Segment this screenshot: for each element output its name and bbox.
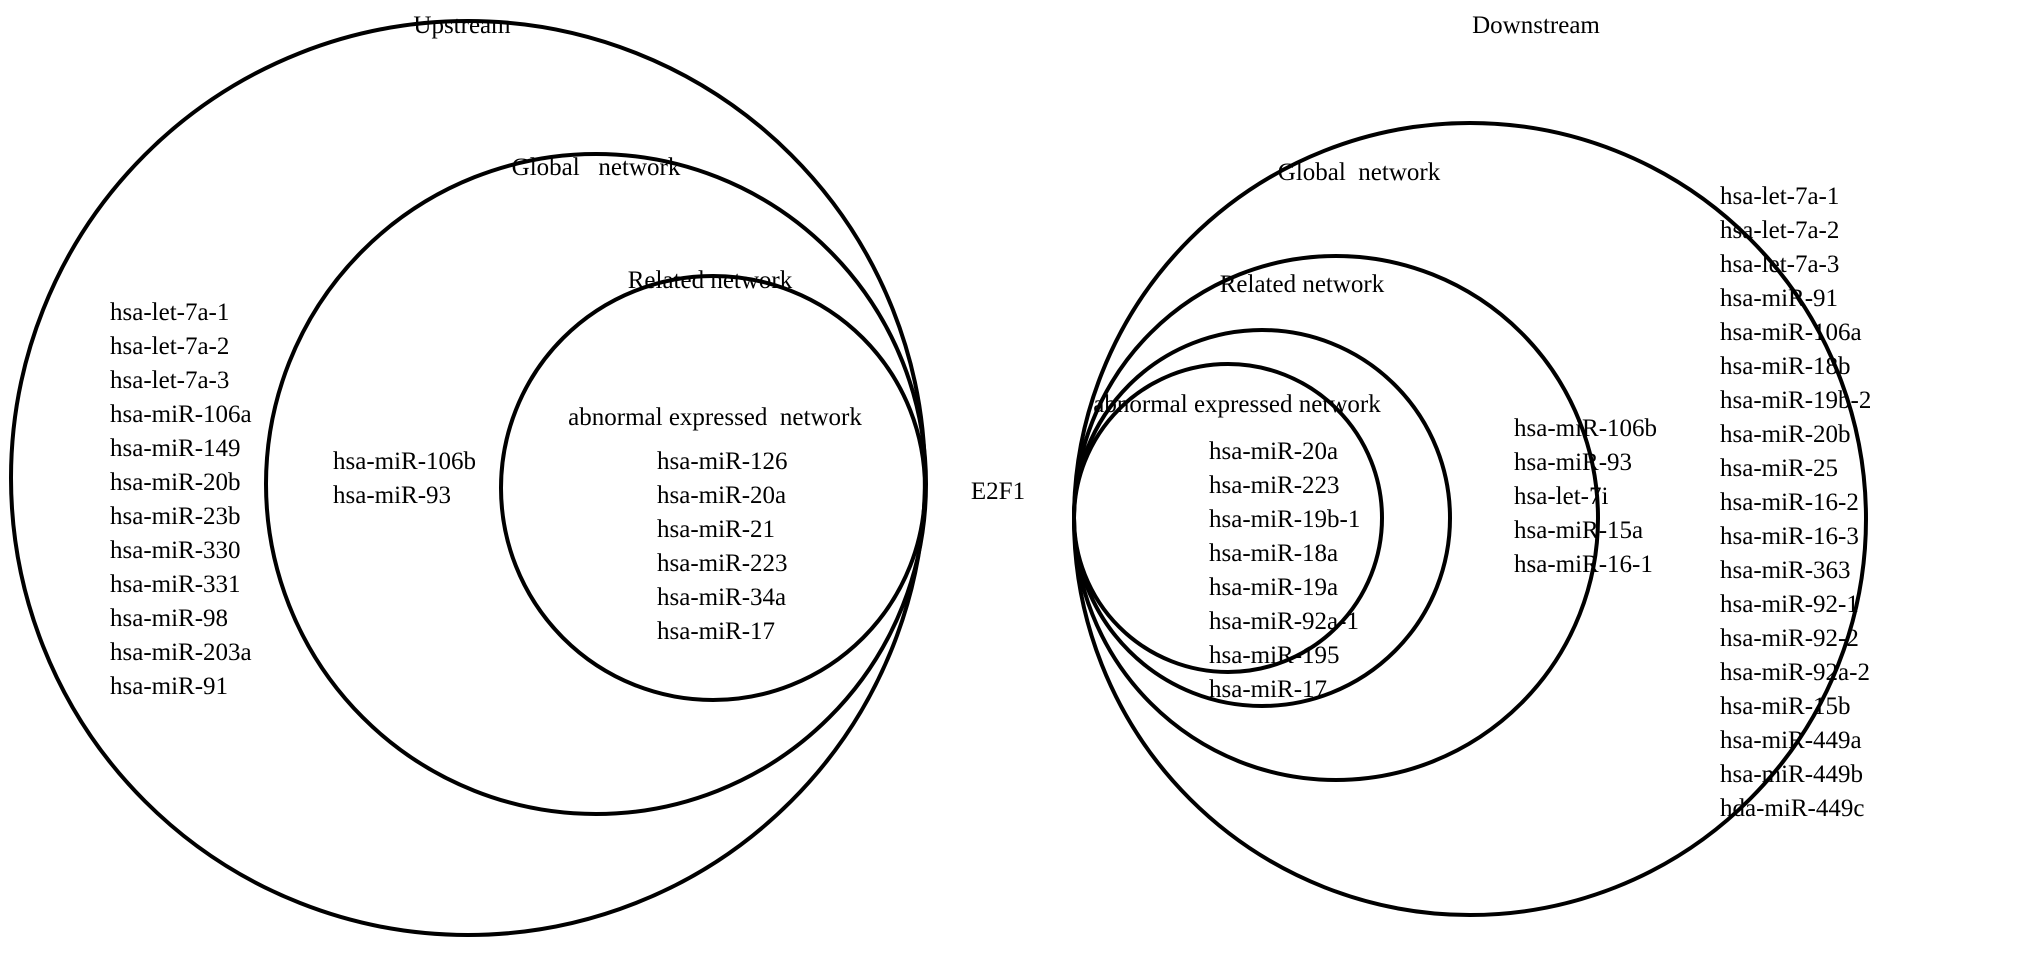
upstream-title: Upstream <box>413 12 511 39</box>
upstream-global-mirna-item: hsa-miR-106b <box>333 448 476 475</box>
downstream-abnormal-mirna-item: hsa-miR-20a <box>1209 438 1338 465</box>
downstream-abnormal-mirna-item: hsa-miR-195 <box>1209 642 1340 669</box>
upstream-outer-mirna-item: hsa-miR-149 <box>110 435 241 462</box>
upstream-abnormal-mirna-item: hsa-miR-21 <box>657 516 775 543</box>
downstream-outer-mirna-item: hsa-miR-15b <box>1720 693 1851 720</box>
upstream-outer-mirna-item: hsa-let-7a-2 <box>110 333 229 360</box>
upstream-outer-mirna-item: hsa-miR-203a <box>110 639 252 666</box>
upstream-outer-mirna-item: hsa-let-7a-3 <box>110 367 229 394</box>
upstream-related-network-label: Related network <box>628 267 793 294</box>
downstream-abnormal-mirna-item: hsa-miR-223 <box>1209 472 1340 499</box>
downstream-outer-mirna-list: hsa-let-7a-1 hsa-let-7a-2 hsa-let-7a-3 hsa-… <box>1720 183 1871 822</box>
downstream-abnormal-network-label: abnormal expressed network <box>1093 391 1381 418</box>
downstream-outer-mirna-item: hsa-miR-363 <box>1720 557 1851 584</box>
upstream-abnormal-network-circle <box>499 274 927 702</box>
upstream-outer-mirna-item: hsa-miR-20b <box>110 469 241 496</box>
downstream-related-mirna-list: hsa-miR-106b hsa-miR-93 hsa-let-7i hsa-miR-… <box>1514 415 1657 578</box>
downstream-abnormal-network-circle <box>1072 362 1384 674</box>
downstream-related-mirna-item: hsa-miR-16-1 <box>1514 551 1653 578</box>
downstream-outer-mirna-item: hsa-let-7a-2 <box>1720 217 1839 244</box>
downstream-abnormal-mirna-item: hsa-miR-19a <box>1209 574 1338 601</box>
downstream-outer-mirna-item: hsa-miR-449a <box>1720 727 1862 754</box>
downstream-outer-mirna-item: hsa-miR-92a-2 <box>1720 659 1870 686</box>
downstream-outer-mirna-item: hsa-miR-18b <box>1720 353 1851 380</box>
downstream-outer-mirna-item: hsa-miR-20b <box>1720 421 1851 448</box>
upstream-outer-mirna-item: hsa-miR-91 <box>110 673 228 700</box>
downstream-related-mirna-item: hsa-let-7i <box>1514 483 1608 510</box>
center-gene-label: E2F1 <box>971 478 1025 505</box>
downstream-related-network-label: Related network <box>1220 271 1385 298</box>
upstream-outer-mirna-item: hsa-miR-23b <box>110 503 241 530</box>
upstream-global-network-label: Global network <box>512 154 681 181</box>
downstream-outer-mirna-item: hsa-miR-91 <box>1720 285 1838 312</box>
downstream-related-mirna-item: hsa-miR-106b <box>1514 415 1657 442</box>
upstream-abnormal-mirna-list: hsa-miR-126 hsa-miR-20a hsa-miR-21 hsa-miR-… <box>657 448 788 645</box>
upstream-abnormal-mirna-item: hsa-miR-20a <box>657 482 786 509</box>
upstream-outer-mirna-item: hsa-miR-106a <box>110 401 252 428</box>
downstream-outer-mirna-item: hsa-miR-16-3 <box>1720 523 1859 550</box>
downstream-related-mirna-item: hsa-miR-93 <box>1514 449 1632 476</box>
downstream-title: Downstream <box>1472 12 1600 39</box>
downstream-abnormal-mirna-item: hsa-miR-18a <box>1209 540 1338 567</box>
downstream-abnormal-mirna-item: hsa-miR-17 <box>1209 676 1327 703</box>
downstream-abnormal-mirna-item: hsa-miR-92a-1 <box>1209 608 1359 635</box>
downstream-outer-mirna-item: hsa-miR-92-2 <box>1720 625 1859 652</box>
downstream-abnormal-mirna-list: hsa-miR-20a hsa-miR-223 hsa-miR-19b-1 hsa-m… <box>1209 438 1360 703</box>
downstream-outer-mirna-item: hsa-miR-16-2 <box>1720 489 1859 516</box>
upstream-outer-mirna-item: hsa-miR-331 <box>110 571 241 598</box>
upstream-outer-mirna-list: hsa-let-7a-1 hsa-let-7a-2 hsa-let-7a-3 hsa-… <box>110 299 252 700</box>
upstream-abnormal-mirna-item: hsa-miR-126 <box>657 448 788 475</box>
downstream-outer-mirna-item: hsa-miR-106a <box>1720 319 1862 346</box>
downstream-outer-mirna-item: hsa-let-7a-1 <box>1720 183 1839 210</box>
upstream-global-mirna-item: hsa-miR-93 <box>333 482 451 509</box>
downstream-related-mirna-item: hsa-miR-15a <box>1514 517 1643 544</box>
upstream-global-mirna-list: hsa-miR-106b hsa-miR-93 <box>333 448 476 509</box>
downstream-outer-mirna-item: hsa-let-7a-3 <box>1720 251 1839 278</box>
upstream-abnormal-mirna-item: hsa-miR-17 <box>657 618 775 645</box>
downstream-outer-mirna-item: hsa-miR-449b <box>1720 761 1863 788</box>
downstream-outer-mirna-item: hsa-miR-92-1 <box>1720 591 1859 618</box>
downstream-global-network-label: Global network <box>1278 159 1441 186</box>
upstream-abnormal-mirna-item: hsa-miR-223 <box>657 550 788 577</box>
upstream-outer-mirna-item: hsa-let-7a-1 <box>110 299 229 326</box>
upstream-abnormal-mirna-item: hsa-miR-34a <box>657 584 786 611</box>
downstream-outer-mirna-item: hsa-miR-25 <box>1720 455 1838 482</box>
downstream-abnormal-mirna-item: hsa-miR-19b-1 <box>1209 506 1360 533</box>
upstream-abnormal-network-label: abnormal expressed network <box>568 404 862 431</box>
upstream-outer-mirna-item: hsa-miR-330 <box>110 537 241 564</box>
upstream-outer-mirna-item: hsa-miR-98 <box>110 605 228 632</box>
downstream-outer-mirna-item: hda-miR-449c <box>1720 795 1864 822</box>
downstream-outer-mirna-item: hsa-miR-19b-2 <box>1720 387 1871 414</box>
